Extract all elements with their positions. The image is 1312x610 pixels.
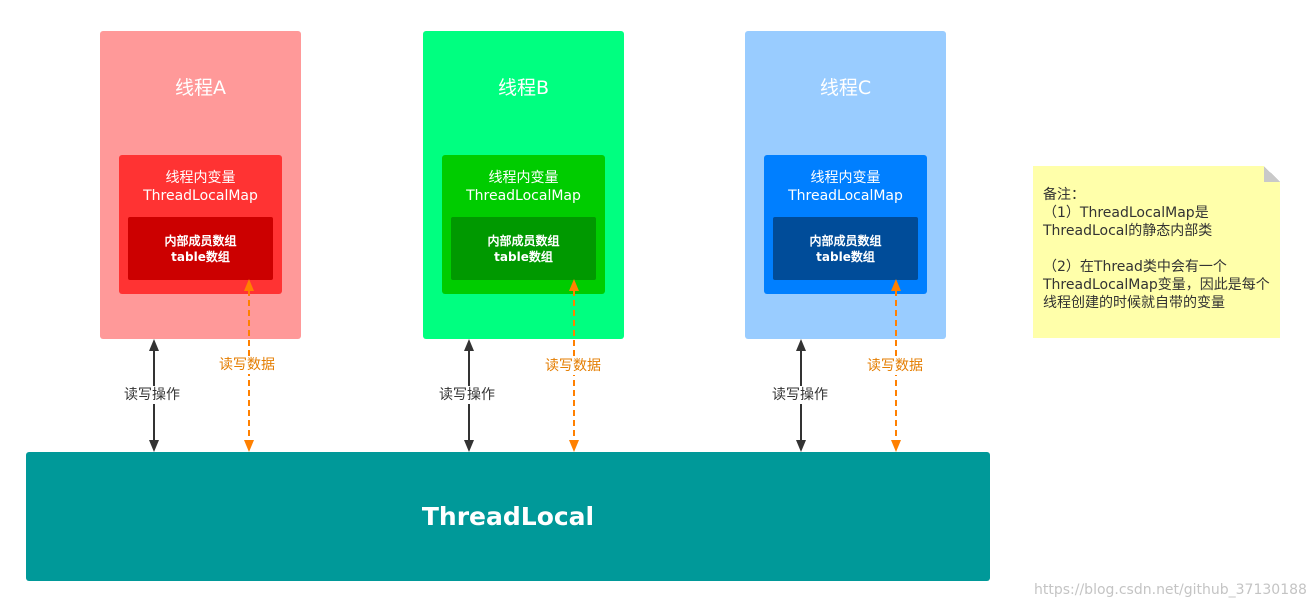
- thread-a-data-label: 读写数据: [219, 356, 275, 374]
- thread-a-table-sublabel: table数组: [171, 250, 230, 264]
- thread-c-table-label: 内部成员数组: [809, 234, 882, 248]
- thread-b-inner-label: 线程内变量: [488, 170, 559, 186]
- thread-c-threadlocalmap-box: 线程内变量 ThreadLocalMap 内部成员数组 table数组: [764, 155, 927, 294]
- note-item-2: （2）在Thread类中会有一个ThreadLocalMap变量，因此是每个线程…: [1043, 259, 1270, 311]
- note-fold-corner: [1264, 166, 1280, 182]
- thread-c-operation-label: 读写操作: [772, 386, 828, 404]
- note-item-1: （1）ThreadLocalMap是ThreadLocal的静态内部类: [1043, 205, 1213, 239]
- note-heading: 备注：: [1043, 187, 1085, 203]
- thread-a-title: 线程A: [175, 77, 226, 99]
- thread-b-inner-map-label: ThreadLocalMap: [466, 188, 581, 204]
- thread-b-operation-label: 读写操作: [439, 386, 495, 404]
- note-text: 备注： （1）ThreadLocalMap是ThreadLocal的静态内部类 …: [1043, 186, 1278, 312]
- thread-a-table-label: 内部成员数组: [164, 234, 237, 248]
- thread-a-threadlocalmap-box: 线程内变量 ThreadLocalMap 内部成员数组 table数组: [119, 155, 282, 294]
- thread-c-data-label: 读写数据: [867, 357, 923, 375]
- threadlocal-label: ThreadLocal: [421, 502, 595, 531]
- thread-b-table-label: 内部成员数组: [487, 234, 560, 248]
- thread-b-title: 线程B: [497, 77, 550, 99]
- thread-a-operation-label: 读写操作: [124, 386, 180, 404]
- thread-b-threadlocalmap-box: 线程内变量 ThreadLocalMap 内部成员数组 table数组: [442, 155, 605, 294]
- thread-c-box: 线程C 线程内变量 ThreadLocalMap 内部成员数组 table数组: [745, 31, 946, 339]
- thread-a-box: 线程A 线程内变量 ThreadLocalMap 内部成员数组 table数组: [100, 31, 301, 339]
- threadlocal-box: ThreadLocal: [26, 452, 990, 581]
- thread-c-inner-map-label: ThreadLocalMap: [788, 188, 903, 204]
- thread-c-inner-label: 线程内变量: [810, 170, 881, 186]
- thread-c-table-sublabel: table数组: [816, 250, 875, 264]
- thread-b-table-sublabel: table数组: [494, 250, 553, 264]
- thread-a-table-box: 内部成员数组 table数组: [128, 217, 273, 280]
- thread-c-title: 线程C: [819, 77, 872, 99]
- thread-b-data-label: 读写数据: [545, 357, 601, 375]
- note-box: 备注： （1）ThreadLocalMap是ThreadLocal的静态内部类 …: [1033, 166, 1280, 338]
- thread-b-box: 线程B 线程内变量 ThreadLocalMap 内部成员数组 table数组: [423, 31, 624, 339]
- thread-c-table-box: 内部成员数组 table数组: [773, 217, 918, 280]
- thread-a-inner-map-label: ThreadLocalMap: [143, 188, 258, 204]
- thread-b-table-box: 内部成员数组 table数组: [451, 217, 596, 280]
- thread-a-inner-label: 线程内变量: [165, 170, 236, 186]
- note-blank-line: [1043, 240, 1278, 258]
- watermark: https://blog.csdn.net/github_37130188: [1034, 582, 1307, 598]
